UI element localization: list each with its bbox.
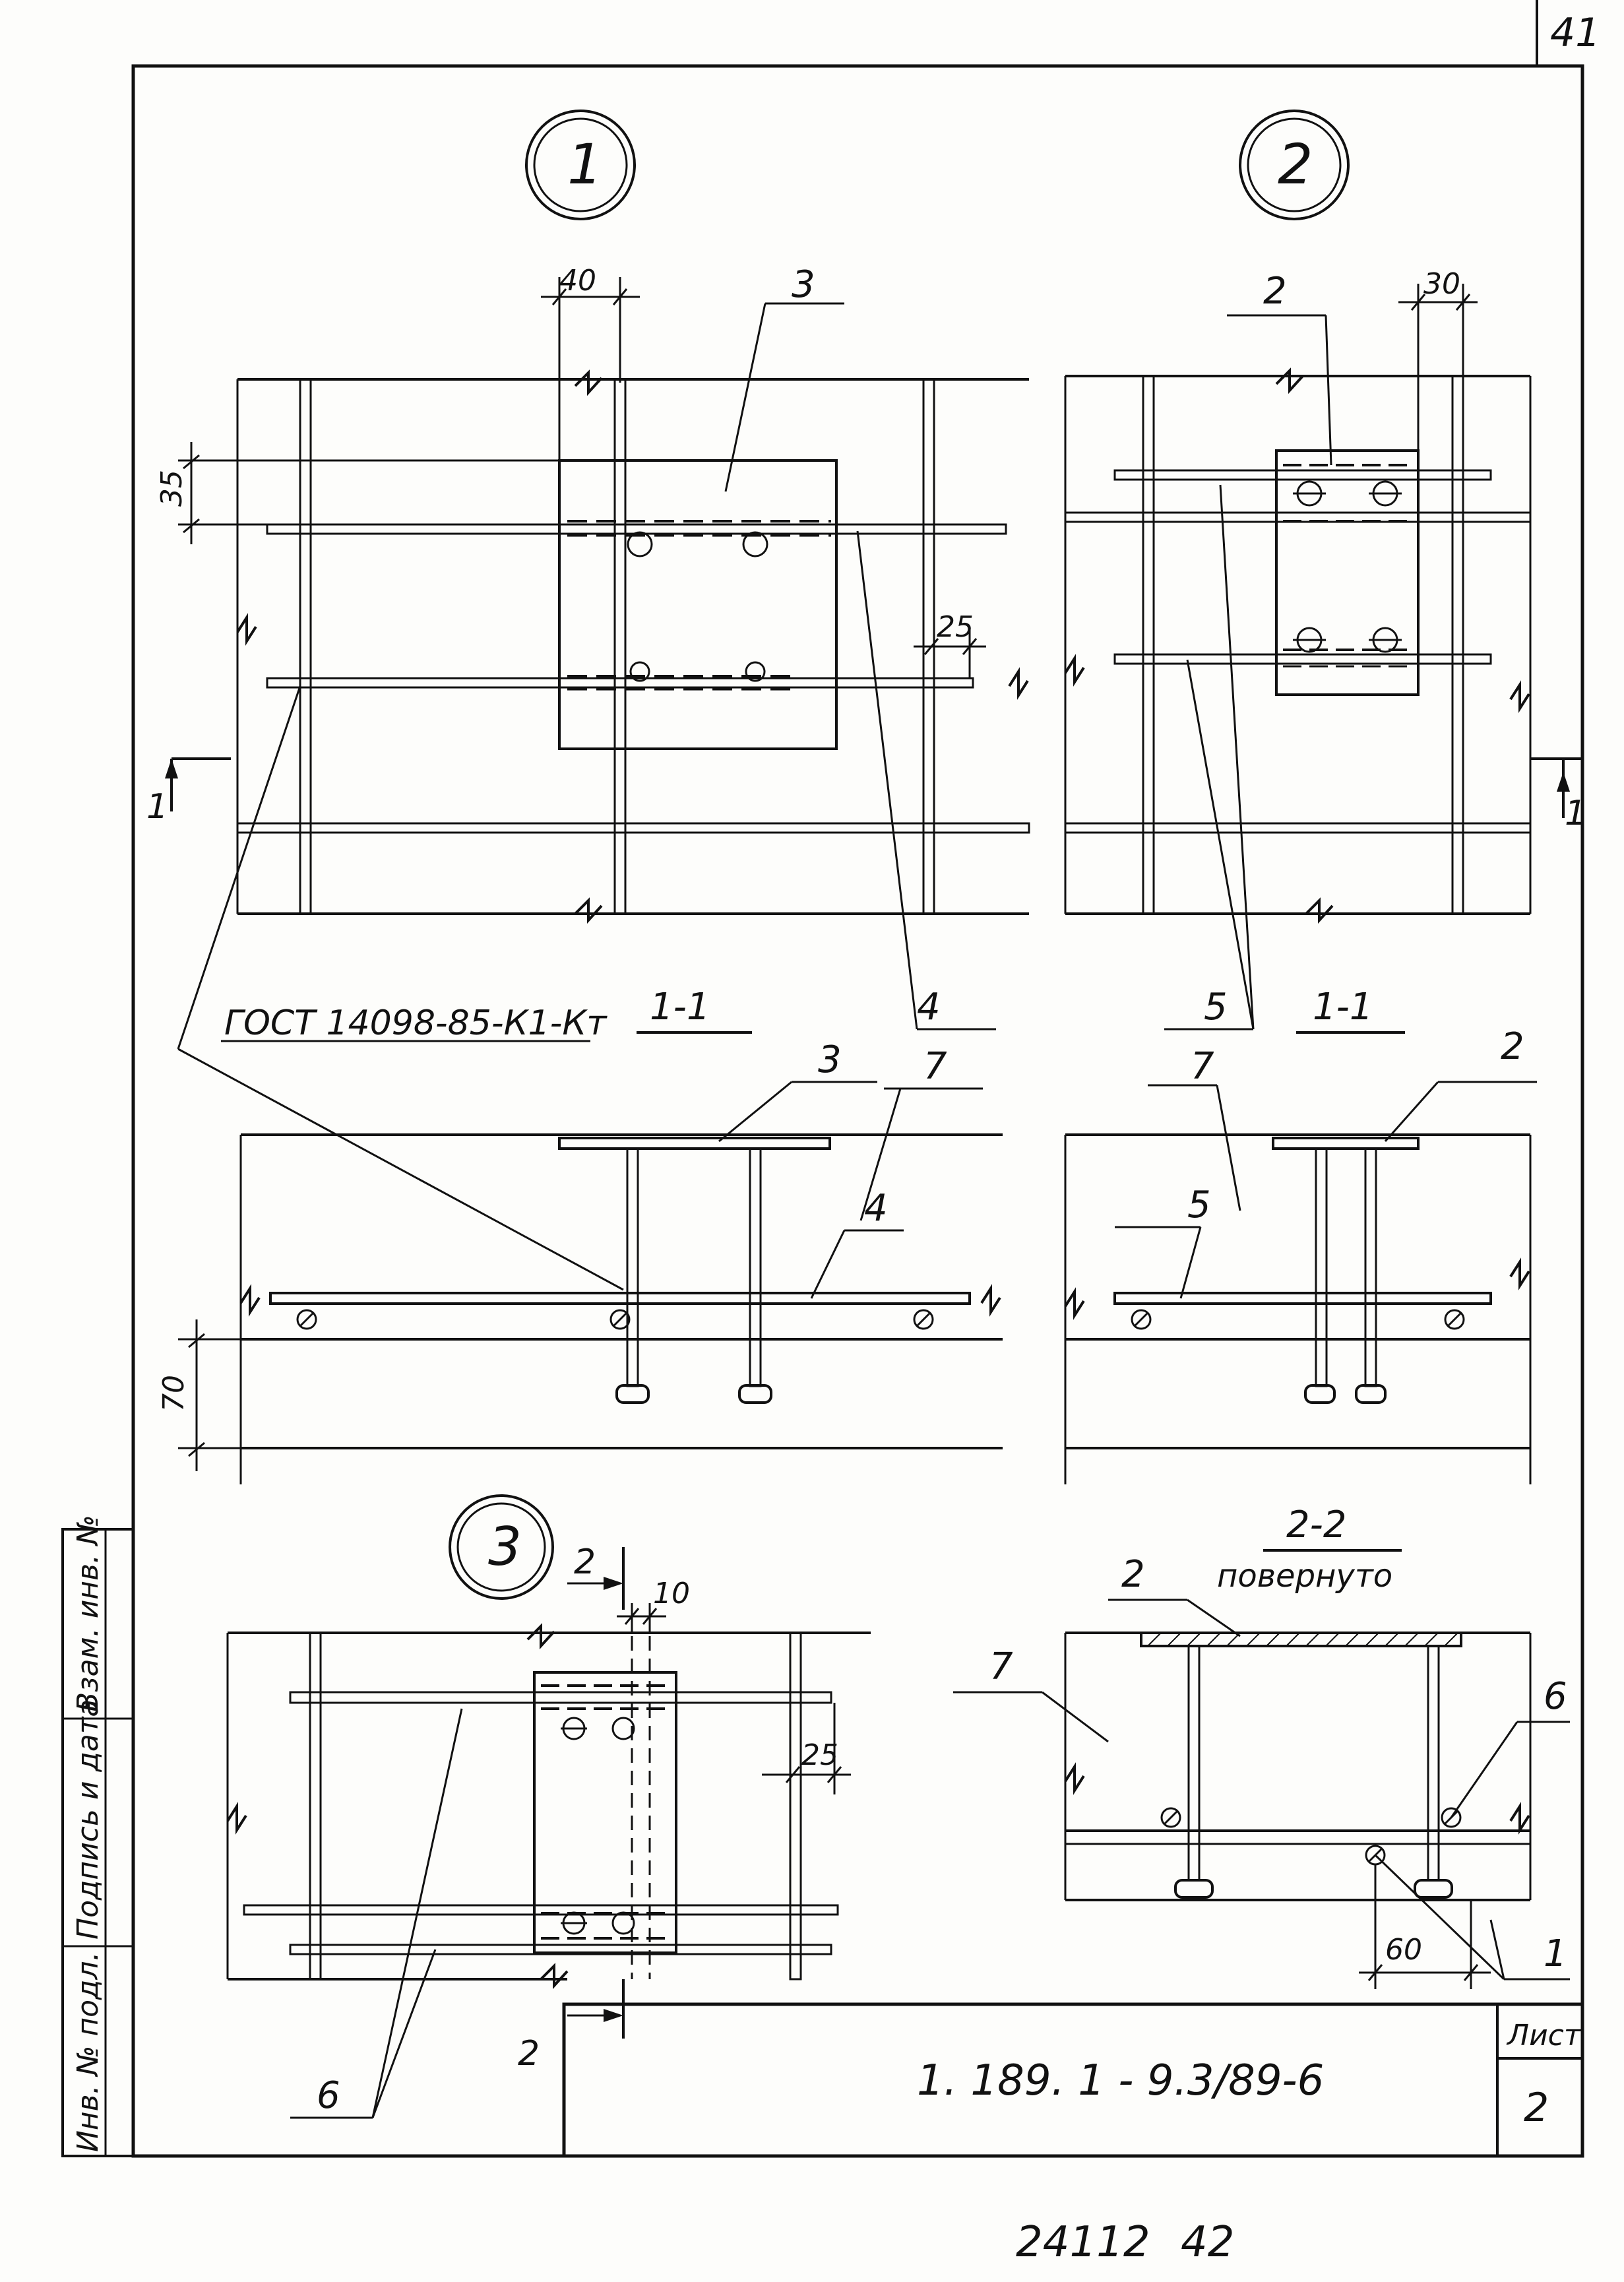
callout-7-section-right: 7 (1191, 1045, 1214, 1088)
callout-2-section-2-2: 2 (1121, 1553, 1145, 1596)
node-3-label: 3 (488, 1516, 522, 1577)
stamp-sign-date: Подпись и дата (71, 1699, 105, 1940)
gost-leader (177, 685, 624, 1291)
drawing-designation: 1. 189. 1 - 9.3/89-6 (917, 2056, 1324, 2105)
dim-35: 35 (155, 470, 189, 507)
callout-2-section: 2 (1501, 1025, 1524, 1068)
callout-5-section: 5 (1187, 1184, 1211, 1226)
sheet-label: Лист (1506, 2019, 1582, 2052)
dim-25-node1: 25 (937, 610, 974, 644)
section-1-1-right (1064, 1081, 1537, 1484)
node-1-marker (525, 110, 636, 220)
side-stamp (61, 1528, 135, 2157)
dim-30: 30 (1423, 267, 1460, 301)
cut-mark-1-left: 1 (146, 787, 168, 827)
dim-40: 40 (559, 264, 596, 298)
callout-3-plan: 3 (792, 263, 815, 306)
section-1-1-left-title: 1-1 (650, 986, 710, 1029)
page-number: 41 (1550, 10, 1600, 56)
callout-5-plan: 5 (1204, 986, 1228, 1029)
callout-3-section: 3 (818, 1038, 842, 1081)
callout-4-section: 4 (864, 1187, 888, 1230)
cut-mark-2-top: 2 (574, 1542, 596, 1582)
dim-25-node3: 25 (801, 1738, 838, 1772)
dim-60: 60 (1385, 1933, 1422, 1967)
callout-4-plan: 4 (917, 986, 941, 1029)
cut-mark-2-bottom: 2 (518, 2034, 540, 2074)
callout-6-section-2-2: 6 (1544, 1675, 1567, 1718)
section-2-2-title: 2-2 (1286, 1504, 1346, 1546)
node-2-marker (1239, 110, 1350, 220)
node-3-marker (449, 1494, 554, 1600)
section-1-1-left (178, 1081, 1003, 1484)
archive-page: 42 (1181, 2218, 1234, 2267)
section-1-1-right-title: 1-1 (1313, 986, 1373, 1029)
stamp-replace-inv: Взам. инв. № (71, 1515, 105, 1712)
node-1-label: 1 (567, 132, 602, 197)
section-2-2-subtitle: повернуто (1217, 1558, 1392, 1595)
section-2-2 (953, 1599, 1570, 1989)
plan-node-3 (226, 1547, 871, 2119)
leader-4-plan (856, 530, 996, 1030)
node-2-label: 2 (1278, 132, 1313, 197)
callout-7-section-left: 7 (923, 1045, 947, 1088)
drawing-frame (131, 0, 1584, 2158)
dim-10: 10 (653, 1577, 690, 1610)
dim-70: 70 (157, 1375, 191, 1412)
title-block (562, 2002, 1584, 2158)
sheet-number: 2 (1524, 2085, 1549, 2131)
archive-number: 24112 (1016, 2218, 1150, 2267)
callout-1-section-2-2: 1 (1544, 1932, 1567, 1975)
gost-note: ГОСТ 14098-85-К1-Кт (224, 1003, 608, 1043)
plan-node-2 (1064, 284, 1582, 1030)
callout-7-section-2-2: 7 (989, 1645, 1013, 1688)
callout-2-plan: 2 (1263, 270, 1287, 313)
cut-mark-1-right: 1 (1565, 794, 1586, 833)
plan-node-1 (165, 277, 1030, 924)
callout-6-node3: 6 (317, 2074, 340, 2117)
stamp-inv-orig: Инв. № подл. (71, 1951, 105, 2152)
